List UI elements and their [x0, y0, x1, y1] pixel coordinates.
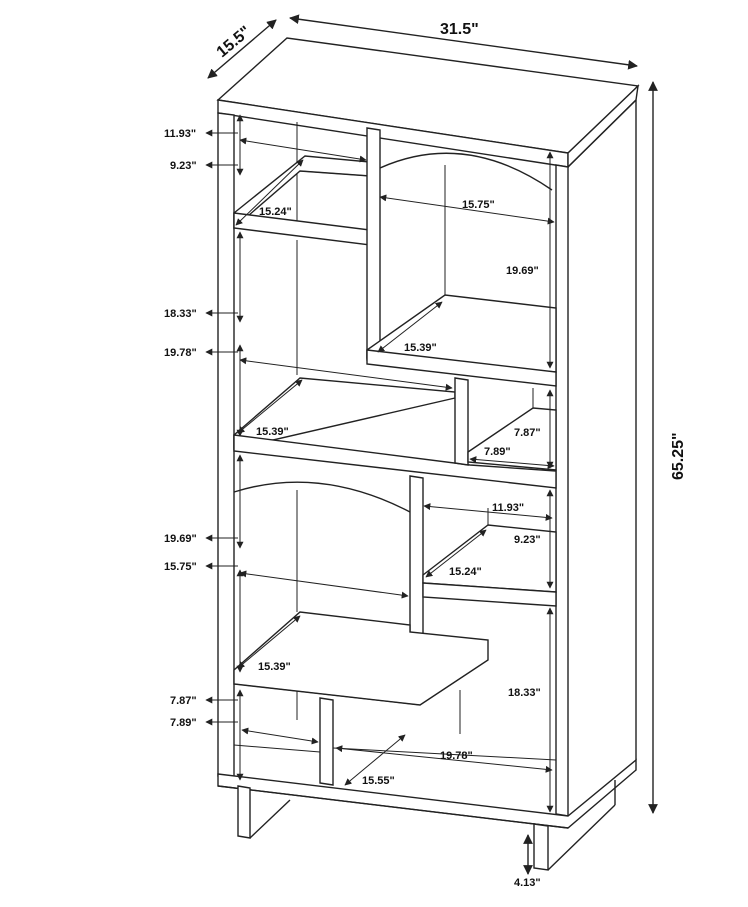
callout-19-69: 19.69" [164, 533, 197, 545]
callout-19-78: 19.78" [164, 347, 197, 359]
label-18-33-right: 18.33" [508, 687, 541, 699]
callout-7-87: 7.87" [170, 695, 197, 707]
callout-15-75: 15.75" [164, 561, 197, 573]
overall-dimension-lines [207, 14, 658, 875]
callout-11-93: 11.93" [164, 128, 196, 140]
callout-7-89: 7.89" [170, 717, 197, 729]
overall-height-label: 65.25" [670, 432, 687, 480]
callout-9-23: 9.23" [170, 160, 197, 172]
overall-width-label: 31.5" [440, 21, 479, 38]
label-15-39-lower: 15.39" [258, 661, 291, 673]
callout-18-33: 18.33" [164, 308, 197, 320]
label-15-75-upper: 15.75" [462, 199, 495, 211]
label-15-24-upper: 15.24" [259, 206, 292, 218]
label-7-89-right: 7.89" [484, 446, 511, 458]
label-15-39-middle: 15.39" [256, 426, 289, 438]
bookcase-outline [216, 37, 640, 871]
label-15-55-bottom: 15.55" [362, 775, 395, 787]
label-9-23-right: 9.23" [514, 534, 541, 546]
label-11-93-right: 11.93" [492, 502, 524, 514]
leg-height-label: 4.13" [514, 877, 541, 889]
interior-dimension-lines [235, 114, 555, 813]
label-19-69-upper: 19.69" [506, 265, 539, 277]
label-15-24-lower: 15.24" [449, 566, 482, 578]
label-15-39-upper-right: 15.39" [404, 342, 437, 354]
label-19-78-bottom: 19.78" [440, 750, 473, 762]
left-callout-arrows [205, 129, 238, 726]
label-7-87-right: 7.87" [514, 427, 541, 439]
